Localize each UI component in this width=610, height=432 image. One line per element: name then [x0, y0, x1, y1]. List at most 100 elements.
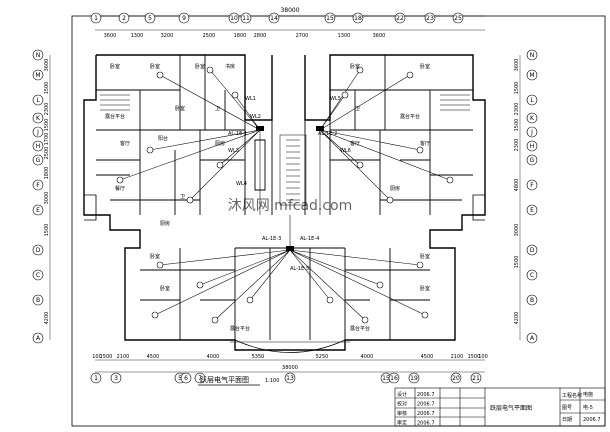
grid-axis-right-12-label: A [530, 335, 535, 342]
grid-axis-bottom-8-label: 19 [410, 375, 418, 382]
grid-axis-right-6-circle [526, 154, 538, 166]
dimension-left-9: 4200 [44, 312, 50, 325]
dimension-right-0: 3600 [514, 59, 520, 72]
lower-unit-wall [124, 240, 456, 351]
grid-axis-bottom-7-circle [388, 372, 400, 384]
title-block-drawing-name: 跃层电气平面图 [490, 404, 532, 412]
title-block-row-label: 审核 [397, 410, 407, 417]
room-label: 客厅 [350, 140, 360, 147]
room-label: 厨房 [390, 185, 400, 192]
grid-axis-top-10-label: 23 [426, 15, 434, 22]
grid-axis-bottom-8: 19 [408, 372, 420, 384]
room-label: 露台平台 [105, 113, 125, 120]
dimension-bottom-4: 4000 [207, 354, 220, 360]
room-label: 露台平台 [400, 113, 420, 120]
grid-axis-top-11: 25 [452, 12, 464, 24]
grid-axis-left-3-circle [32, 112, 44, 124]
dimension-left-0: 3600 [44, 59, 50, 72]
grid-axis-right-12-circle [526, 332, 538, 344]
grid-axis-left-1-label: M [35, 72, 40, 79]
grid-axis-left-10-circle [32, 269, 44, 281]
dimension-bottom-5: 5350 [252, 354, 265, 360]
grid-axis-left-6-circle [32, 154, 44, 166]
grid-axis-left-4: J [32, 126, 44, 138]
grid-axis-top-6-circle [268, 12, 280, 24]
dimension-right-4: 2300 [514, 139, 520, 152]
grid-axis-right-12: A [526, 332, 538, 344]
dimension-bottom-10: 1500 [468, 354, 481, 360]
grid-axis-right-0-circle [526, 49, 538, 61]
title-block-field-value: 电-5 [583, 404, 593, 411]
grid-axis-right-6: G [526, 154, 538, 166]
grid-axis-bottom-9: 20 [450, 372, 462, 384]
balcony-arc [234, 339, 346, 353]
grid-axis-left-1-circle [32, 69, 44, 81]
grid-axis-top-5-circle [240, 12, 252, 24]
room-label: 卧室 [420, 63, 430, 70]
drawing-frame [71, 15, 606, 427]
grid-axis-top-5-label: 11 [242, 15, 250, 22]
dimension-top-8: 3600 [373, 33, 386, 39]
grid-axis-bottom-0-label: 1 [94, 375, 98, 382]
dimension-bottom-1: 1500 [100, 354, 113, 360]
grid-axis-top-4-label: 10 [230, 15, 238, 22]
grid-axis-top-10-circle [424, 12, 436, 24]
grid-axis-right-3-circle [526, 112, 538, 124]
grid-axis-bottom-4-label: 7 [198, 375, 202, 382]
grid-axis-left-12: A [32, 332, 44, 344]
grid-axis-bottom-3: 6 [180, 372, 192, 384]
grid-axis-left-7-circle [32, 179, 44, 191]
room-label: 卧室 [350, 63, 360, 70]
grid-axis-top-7-circle [324, 12, 336, 24]
grid-axis-top-6: 14 [268, 12, 280, 24]
grid-axis-top-7: 15 [324, 12, 336, 24]
grid-axis-right-3-label: K [530, 115, 535, 122]
circuit-label: WL3 [228, 148, 239, 154]
room-label: 卧室 [160, 285, 170, 292]
dimension-left-1: 1500 [44, 82, 50, 95]
grid-axis-bottom-3-circle [180, 372, 192, 384]
room-label: 卫 [180, 194, 185, 200]
grid-axis-right-2-label: L [530, 97, 534, 104]
grid-axis-top-1: 2 [118, 12, 130, 24]
dimension-left-3: 1500 [44, 119, 50, 132]
grid-axis-left-1: M [32, 69, 44, 81]
grid-axis-bottom-1-label: 3 [114, 375, 118, 382]
dimension-top-2: 3200 [161, 33, 174, 39]
grid-axis-left-5-circle [32, 140, 44, 152]
light-fixtures [116, 66, 454, 324]
room-label: 书房 [225, 63, 235, 70]
grid-axis-left-5: H [32, 140, 44, 152]
room-label: 卧室 [175, 105, 185, 112]
grid-axis-left-0-label: N [36, 52, 41, 59]
dimension-right-1: 1500 [514, 82, 520, 95]
grid-axis-top-1-circle [118, 12, 130, 24]
dimension-bottom-8: 4500 [421, 354, 434, 360]
dimension-left-4: 1700 [44, 133, 50, 146]
grid-axis-top-3-label: 9 [182, 15, 186, 22]
grid-axis-right-6-label: G [530, 157, 535, 164]
grid-axis-left-10: C [32, 269, 44, 281]
grid-axis-left-5-label: H [36, 143, 41, 150]
grid-axis-bottom-0: 1 [90, 372, 102, 384]
grid-axis-right-4-circle [526, 126, 538, 138]
circuit-label: WL2 [250, 114, 261, 120]
grid-axis-left-6: G [32, 154, 44, 166]
dimension-top-1: 1300 [131, 33, 144, 39]
room-label: 客厅 [120, 140, 130, 147]
grid-axis-right-5-circle [526, 140, 538, 152]
bay-window-left [84, 194, 97, 221]
grid-axis-left-7-label: F [36, 182, 40, 189]
title-block-row-date: 2006.7 [417, 411, 435, 417]
room-label: 卧室 [420, 253, 430, 260]
dimension-top-5: 2800 [254, 33, 267, 39]
grid-axis-top-7-label: 15 [326, 15, 334, 22]
room-label: 厨房 [160, 220, 170, 227]
title-block-row-date: 2006.7 [417, 392, 435, 398]
